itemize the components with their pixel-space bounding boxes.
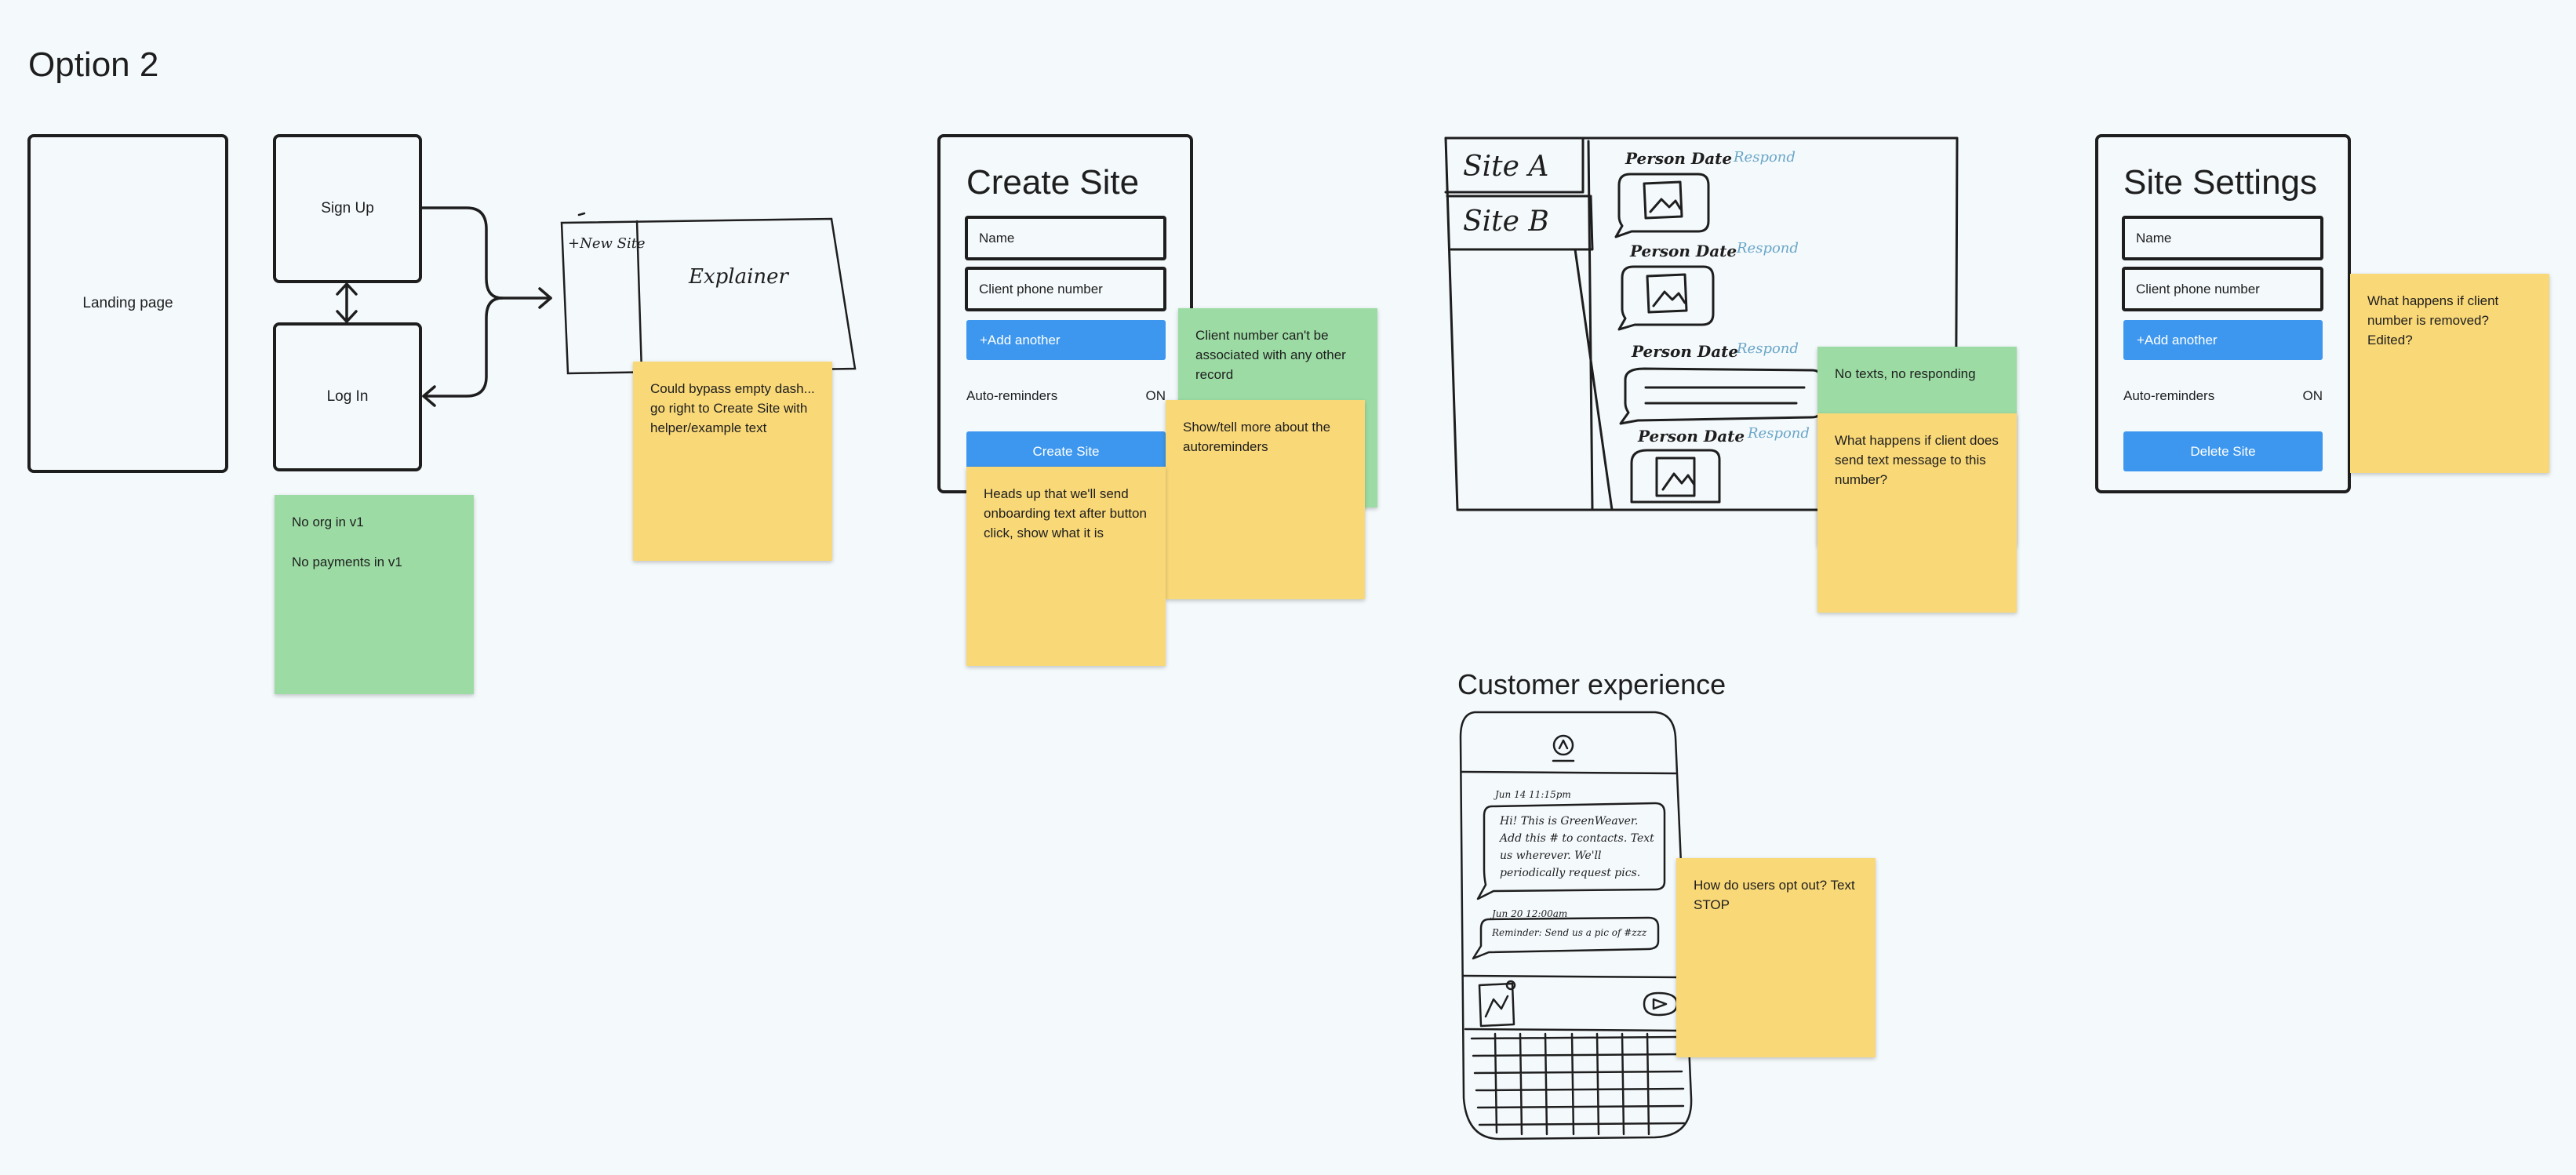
create-site-name-field[interactable]: Name <box>965 216 1166 260</box>
inbox-site-b: Site B <box>1463 206 1549 238</box>
signup-frame[interactable]: Sign Up <box>273 134 422 283</box>
signup-to-explainer-connector <box>420 206 552 300</box>
sticky-note-opt-out: How do users opt out? Text STOP <box>1676 858 1876 1057</box>
sticky-note-v1-scope: No org in v1 No payments in v1 <box>275 495 474 694</box>
note-bypass-text: Could bypass empty dash... go right to C… <box>650 381 815 435</box>
inbox-site-a: Site A <box>1463 151 1549 183</box>
sticky-note-number-removed: What happens if client number is removed… <box>2350 274 2549 473</box>
site-settings-name-field[interactable]: Name <box>2122 216 2323 260</box>
sticky-note-client-text: What happens if client does send text me… <box>1817 413 2017 613</box>
sms-message-2: Reminder: Send us a pic of #zzz <box>1492 927 1647 938</box>
note-no-payments: No payments in v1 <box>292 555 402 569</box>
signup-login-arrow <box>336 282 358 323</box>
arrowhead-left <box>422 385 436 407</box>
note-autoreminders-text: Show/tell more about the autoreminders <box>1183 420 1331 454</box>
inbox-sender-3: Person Date <box>1632 342 1739 361</box>
create-site-add-another-button[interactable]: +Add another <box>966 320 1166 360</box>
message-bubble-4 <box>1630 449 1721 504</box>
create-site-title: Create Site <box>966 163 1140 202</box>
note-client-text-text: What happens if client does send text me… <box>1835 433 1999 487</box>
message-bubble-2 <box>1617 265 1715 331</box>
site-settings-reminders-row[interactable]: Auto-reminders ON <box>2123 386 2323 406</box>
contact-avatar-icon <box>1552 734 1574 756</box>
sms-bubble-1 <box>1476 802 1666 900</box>
image-icon-2 <box>1646 273 1688 314</box>
arrowhead-right <box>538 287 552 309</box>
sticky-note-autoreminders: Show/tell more about the autoreminders <box>1166 400 1365 599</box>
image-icon-1 <box>1643 180 1683 220</box>
sms-message-1: Hi! This is GreenWeaver. Add this # to c… <box>1500 815 1654 879</box>
note-number-removed-text: What happens if client number is removed… <box>2367 293 2499 347</box>
create-site-phone-field[interactable]: Client phone number <box>965 267 1166 311</box>
sms-time-1: Jun 14 11:15pm <box>1495 789 1571 800</box>
inbox-respond-3[interactable]: Respond <box>1737 340 1799 357</box>
inbox-respond-2[interactable]: Respond <box>1737 240 1799 256</box>
site-settings-reminders-label: Auto-reminders <box>2123 388 2215 403</box>
site-settings-add-another-button[interactable]: +Add another <box>2123 320 2323 360</box>
note-opt-out-text: How do users opt out? Text STOP <box>1694 878 1855 912</box>
site-settings-reminders-toggle[interactable]: ON <box>2302 388 2323 403</box>
send-icon <box>1643 991 1679 1017</box>
sms-bubble-2 <box>1472 916 1660 960</box>
create-site-reminders-label: Auto-reminders <box>966 388 1058 403</box>
note-no-org: No org in v1 <box>292 515 364 529</box>
sticky-note-bypass: Could bypass empty dash... go right to C… <box>633 362 832 561</box>
site-settings-phone-field[interactable]: Client phone number <box>2122 267 2323 311</box>
inbox-sender-2: Person Date <box>1630 242 1737 260</box>
create-site-reminders-toggle[interactable]: ON <box>1145 388 1166 403</box>
create-site-submit-button[interactable]: Create Site <box>966 431 1166 471</box>
explainer-tab-label: +New Site <box>568 235 646 252</box>
message-bubble-1 <box>1614 173 1710 238</box>
inbox-sender-4: Person Date <box>1638 427 1745 446</box>
keyboard-grid <box>1470 1032 1686 1136</box>
inbox-respond-1[interactable]: Respond <box>1734 149 1796 166</box>
sms-time-2: Jun 20 12:00am <box>1492 908 1568 919</box>
delete-site-button[interactable]: Delete Site <box>2123 431 2323 471</box>
landing-page-label: Landing page <box>82 295 173 311</box>
login-frame[interactable]: Log In <box>273 322 422 471</box>
create-site-reminders-row[interactable]: Auto-reminders ON <box>966 386 1166 406</box>
page-title: Option 2 <box>28 45 159 84</box>
customer-experience-title: Customer experience <box>1457 668 1726 700</box>
inbox-respond-4[interactable]: Respond <box>1748 425 1810 442</box>
explainer-body-label: Explainer <box>689 265 788 289</box>
landing-page-frame[interactable]: Landing page <box>27 134 228 473</box>
signup-label: Sign Up <box>321 200 374 216</box>
inbox-sender-1: Person Date <box>1625 149 1733 168</box>
explainer-to-login-connector <box>422 296 504 398</box>
gallery-icon <box>1478 982 1515 1028</box>
site-settings-title: Site Settings <box>2123 163 2318 202</box>
note-no-texts-text: No texts, no responding <box>1835 366 1976 381</box>
login-label: Log In <box>326 388 369 405</box>
sticky-note-onboarding: Heads up that we'll send onboarding text… <box>966 467 1166 666</box>
note-onboarding-text: Heads up that we'll send onboarding text… <box>984 486 1147 540</box>
note-client-number-text: Client number can't be associated with a… <box>1195 328 1346 382</box>
image-icon-4 <box>1655 457 1696 497</box>
